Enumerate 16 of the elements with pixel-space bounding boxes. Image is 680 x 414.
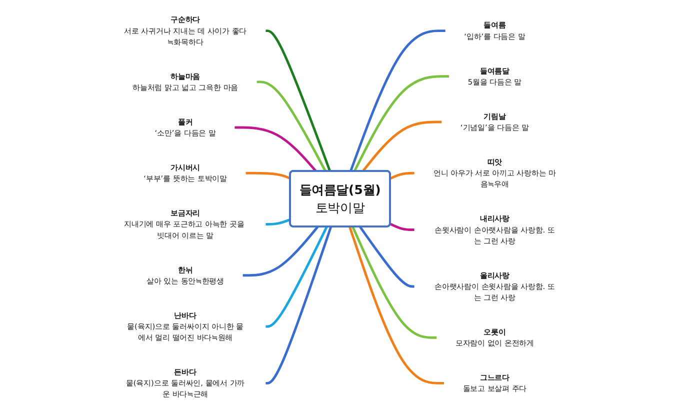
connector <box>234 126 317 172</box>
connector <box>349 30 446 172</box>
connector <box>245 172 291 180</box>
connector <box>256 80 327 172</box>
connector <box>265 30 332 172</box>
connector <box>242 226 319 277</box>
connector <box>265 226 332 384</box>
connector <box>390 172 415 180</box>
connector <box>362 120 442 172</box>
connector <box>265 226 328 328</box>
connector <box>358 226 415 288</box>
connector <box>348 226 444 384</box>
connector <box>265 218 291 226</box>
connector <box>352 226 437 339</box>
connector <box>390 222 415 232</box>
connector <box>353 75 450 172</box>
